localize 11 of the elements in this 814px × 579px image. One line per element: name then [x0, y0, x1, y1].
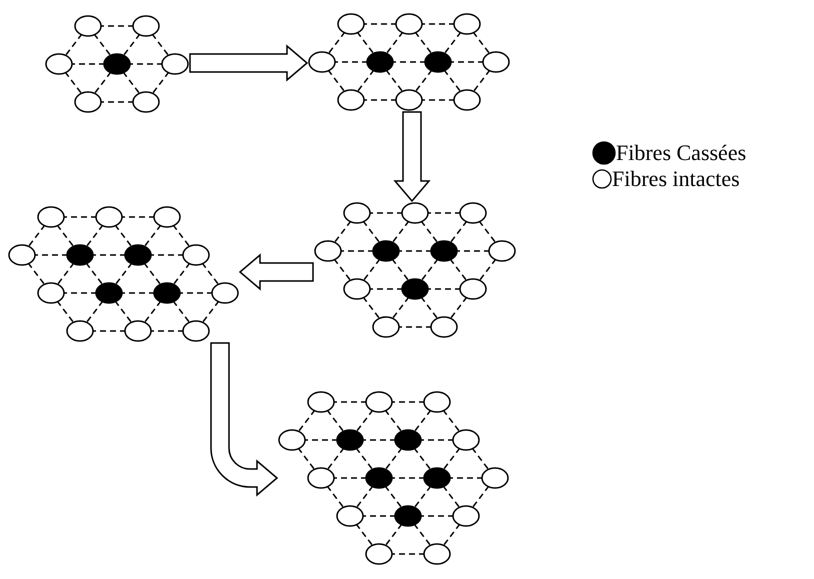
legend-label: Fibres Cassées	[616, 140, 746, 166]
fiber-cluster-drawing	[7, 205, 240, 343]
fiber-cluster-drawing	[313, 201, 517, 339]
fiber-cluster-drawing	[307, 12, 511, 112]
block-arrow	[189, 44, 308, 82]
fiber-cluster-drawing	[277, 390, 510, 566]
block-arrow	[393, 111, 431, 202]
block-arrow	[238, 253, 314, 291]
fiber-cluster-drawing	[44, 14, 190, 114]
legend-label: Fibres intactes	[612, 166, 740, 192]
block-arrow	[210, 342, 278, 496]
